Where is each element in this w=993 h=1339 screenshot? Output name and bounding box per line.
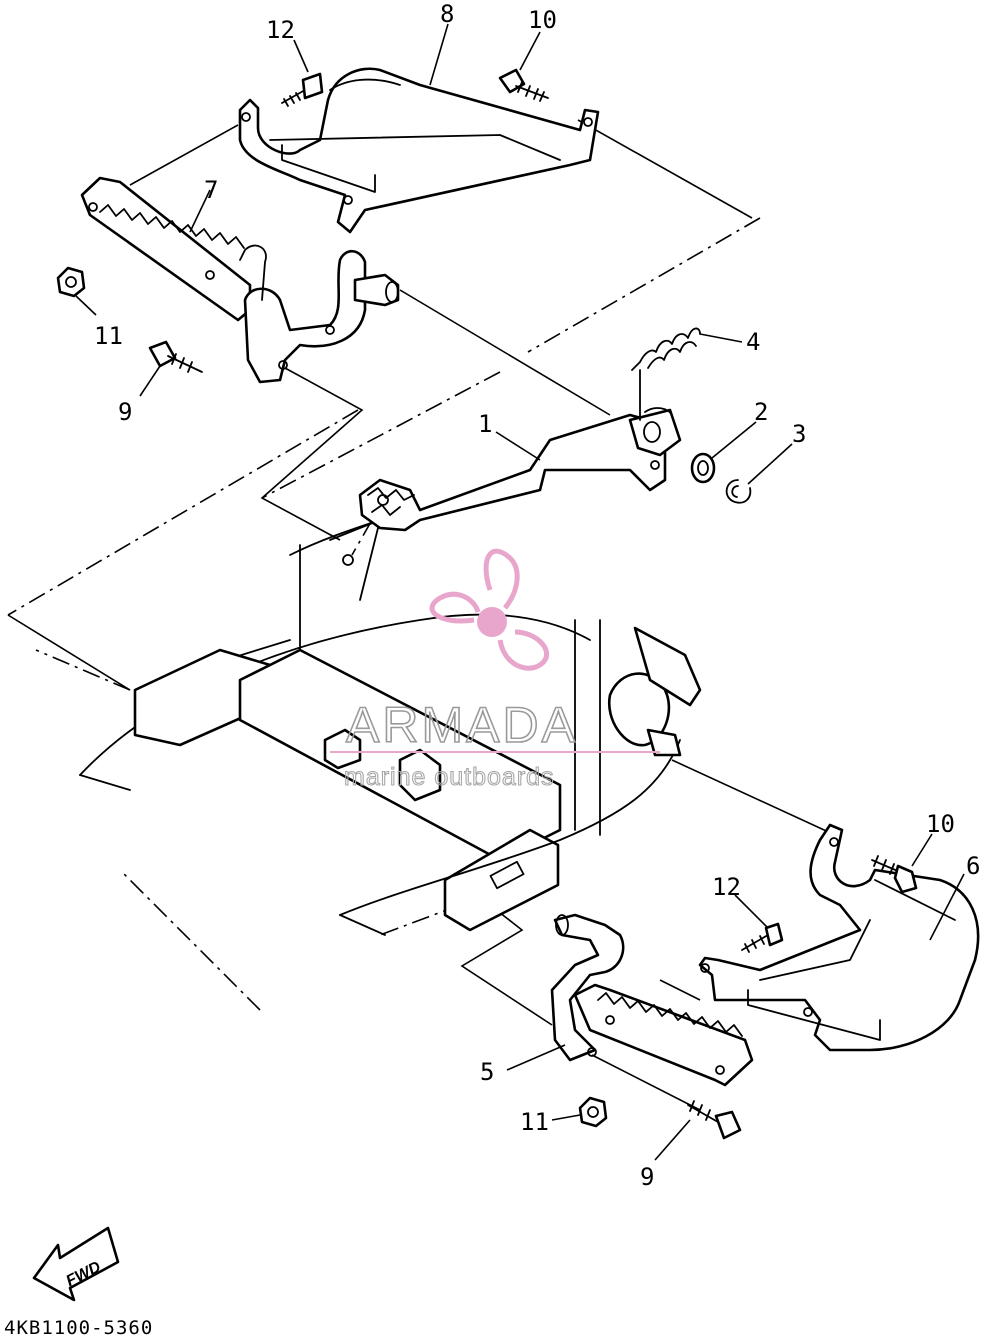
callout-9-lower: 9: [640, 1163, 654, 1191]
footrest-bracket-upper: [239, 244, 400, 384]
part-2-washer: [690, 452, 716, 484]
callout-11-lower: 11: [520, 1108, 549, 1136]
callout-10-lower: 10: [926, 810, 955, 838]
callout-12-upper: 12: [266, 16, 295, 44]
callout-10-upper: 10: [528, 6, 557, 34]
callout-7: 7: [204, 176, 218, 204]
figure-code: 4KB1100-5360: [4, 1317, 153, 1339]
propeller-logo-icon: [429, 548, 550, 671]
part-12-bolt-lower: [741, 922, 784, 953]
callout-9-upper: 9: [118, 398, 132, 426]
part-1-brake-pedal: [358, 407, 682, 532]
part-9-bolt-lower: [687, 1100, 742, 1140]
part-6-footrest-bar: [698, 823, 980, 1052]
part-11-nut-upper: [56, 266, 86, 298]
callout-5: 5: [480, 1058, 494, 1086]
callout-3: 3: [792, 420, 806, 448]
part-5-footrest-bracket: [550, 913, 625, 1062]
watermark-brand: ARMADA: [346, 697, 578, 753]
part-12-bolt-upper: [281, 72, 324, 107]
fwd-arrow-icon: FWD: [32, 1226, 120, 1302]
callout-8: 8: [440, 0, 454, 28]
callout-labels: 8 12 10 7 11 9 4 1 2 3 10 6 12 5 11 9: [94, 0, 980, 1191]
callout-leaders: [75, 23, 965, 1161]
callout-6: 6: [966, 852, 980, 880]
callout-12-lower: 12: [712, 873, 741, 901]
part-10-bolt-lower: [871, 855, 918, 894]
callout-1: 1: [478, 410, 492, 438]
part-11-nut-lower: [578, 1096, 608, 1128]
construction-lines: [7, 217, 761, 1011]
frame-assembly: [79, 519, 702, 936]
callout-11-upper: 11: [94, 322, 123, 350]
part-10-bolt-upper: [498, 68, 549, 102]
watermark: ARMADA marine outboards: [330, 548, 660, 792]
part-8-footrest-bar: [238, 67, 600, 234]
part-9-bolt-upper: [148, 340, 203, 373]
part-4-return-spring: [631, 327, 701, 421]
part-3-circlip: [725, 479, 752, 504]
callout-2: 2: [754, 398, 768, 426]
leader-lines: [7, 119, 836, 1111]
footrest-lower: [573, 983, 754, 1087]
callout-4: 4: [746, 328, 760, 356]
watermark-tagline: marine outboards: [344, 763, 555, 791]
part-7-footrest: [80, 176, 252, 322]
